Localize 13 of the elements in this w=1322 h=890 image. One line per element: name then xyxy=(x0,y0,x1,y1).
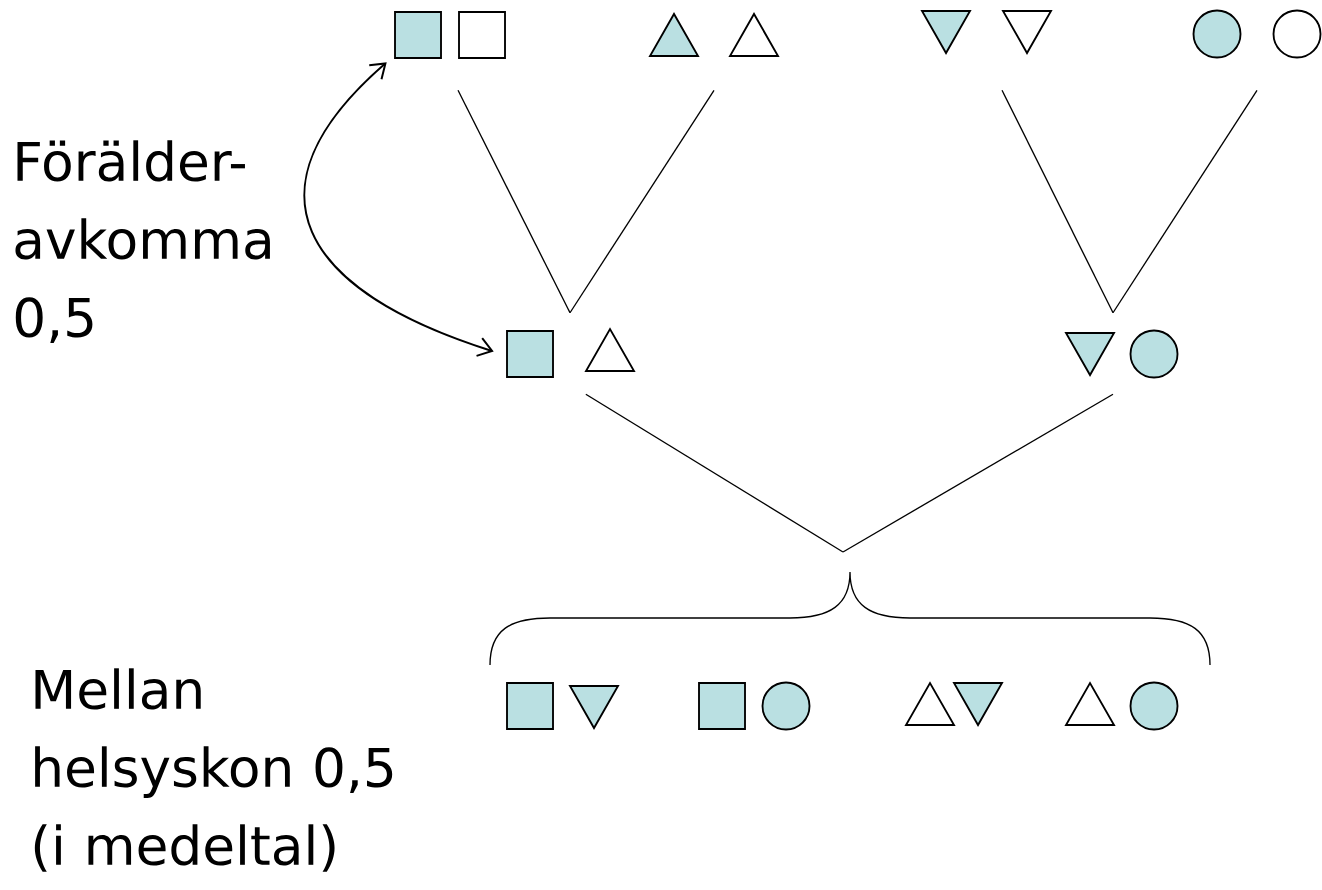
line xyxy=(457,89,571,314)
line xyxy=(1001,89,1114,314)
double-arrow xyxy=(304,62,494,357)
symbol-pair-drawing xyxy=(506,682,620,730)
symbol-pair-drawing xyxy=(698,681,811,731)
symbol-pair-drawing xyxy=(394,11,506,59)
line xyxy=(1112,89,1258,314)
side-text: Förälder- avkomma 0,5 xyxy=(15,140,270,343)
line xyxy=(842,393,1114,553)
line xyxy=(585,393,844,553)
side-text: Mellan helsyskon 0,5 (i medeltal) xyxy=(34,668,393,872)
symbol-pair-drawing xyxy=(1192,9,1322,59)
line xyxy=(569,89,715,314)
